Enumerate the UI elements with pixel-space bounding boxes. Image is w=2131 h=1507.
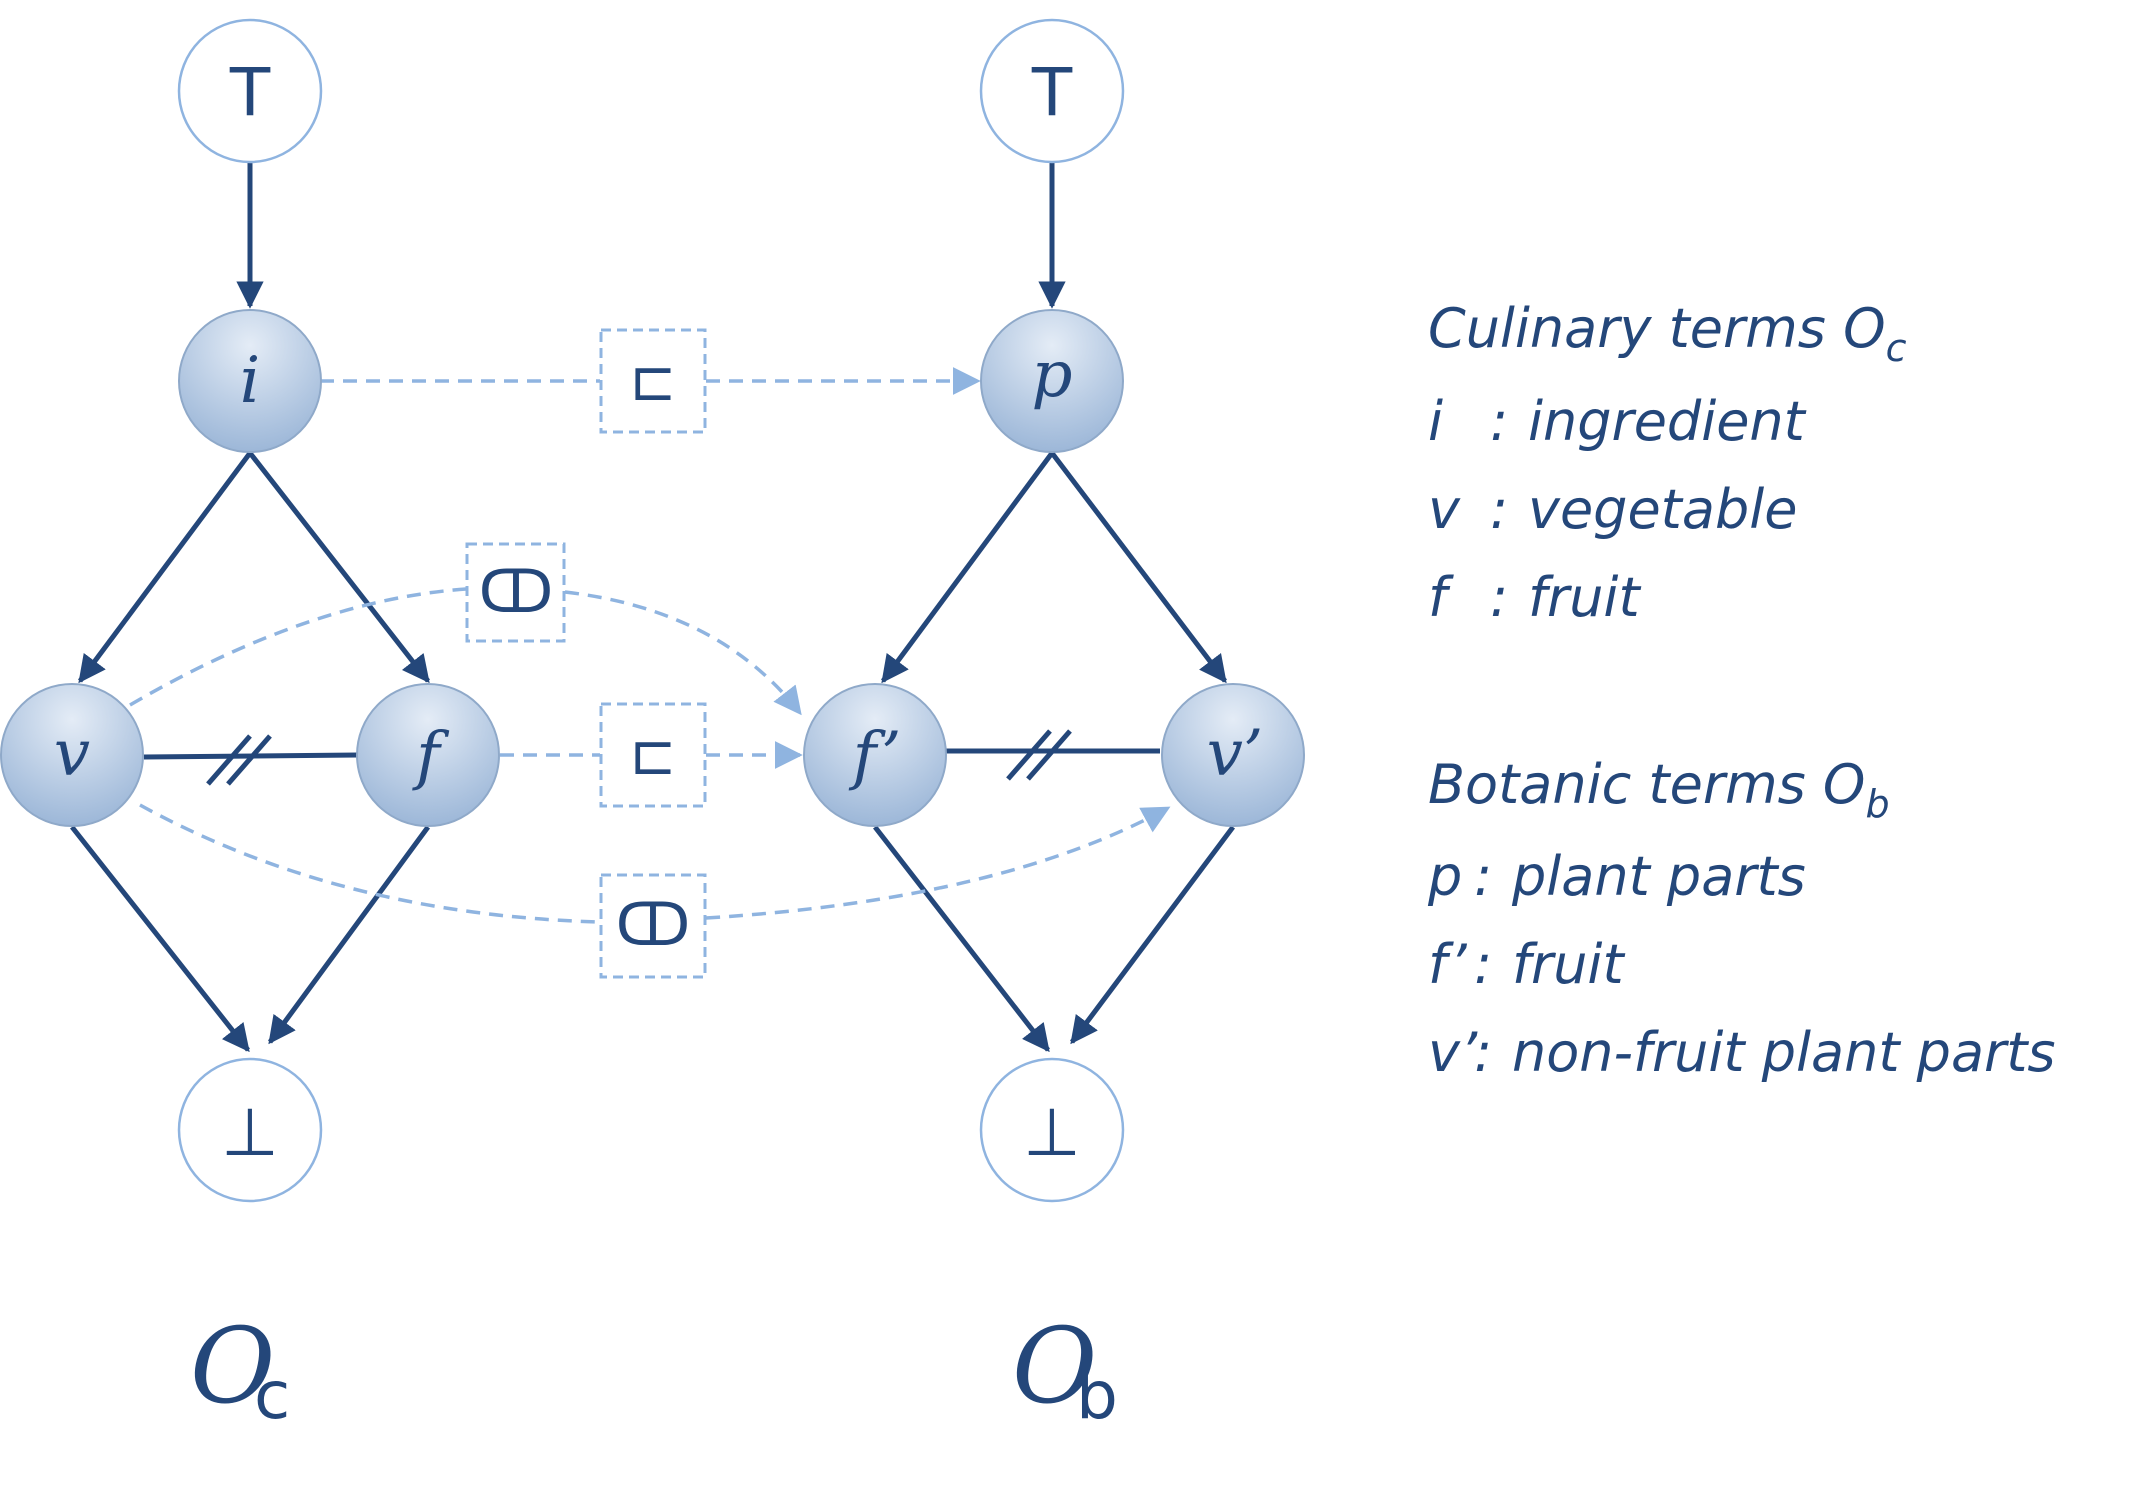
botanic-ontology-label: O b — [1012, 1305, 1118, 1434]
botanic-bottom-label: ⊥ — [1023, 1094, 1081, 1171]
culinary-node-v: v — [0, 683, 144, 827]
culinary-node-i: i — [178, 309, 322, 453]
legend-value: ingredient — [1528, 390, 1807, 453]
culinary-bottom-node: ⊥ — [177, 1057, 323, 1203]
legend-value: plant parts — [1511, 845, 1806, 908]
legend-key: f’ — [1428, 933, 1467, 996]
legend-culinary-item-i: i : ingredient — [1428, 390, 1807, 453]
botanic-hierarchy-edges — [873, 163, 1236, 1053]
legend-value: fruit — [1528, 566, 1641, 629]
edge-p-to-vprime — [1050, 451, 1227, 684]
culinary-ontology-label: O c — [190, 1305, 290, 1434]
legend-separator: : — [1490, 390, 1508, 453]
mapping-box-f-fprime — [599, 702, 707, 808]
legend-separator: : — [1474, 933, 1492, 996]
botanic-ontology: T p f’ v’ ⊥ — [803, 18, 1305, 1203]
disjoint-v-f-slash-2 — [226, 734, 272, 786]
disjoint-v-f-slash-1 — [206, 734, 252, 786]
legend-separator: : — [1474, 845, 1492, 908]
edge-i-to-f — [248, 451, 430, 684]
mapping-v-to-fprime-left — [129, 587, 467, 707]
legend-culinary-item-v: v : vegetable — [1428, 478, 1797, 541]
botanic-top-node: T — [979, 18, 1125, 164]
mapping-relation-boxes — [465, 328, 707, 979]
culinary-top-label: T — [229, 54, 271, 131]
culinary-ontology: T i v f ⊥ — [0, 18, 500, 1203]
legend-botanic: Botanic terms Ob p : plant parts f’ : fr… — [1427, 753, 2056, 1084]
legend-value: fruit — [1512, 933, 1625, 996]
legend-separator: : — [1490, 478, 1508, 541]
botanic-node-fprime-label: f’ — [849, 719, 902, 793]
mapping-v-to-fprime-right — [564, 590, 802, 716]
mapping-relation-symbols: ⊏ ↀ ⊏ ↀ — [479, 349, 691, 960]
botanic-top-label: T — [1031, 54, 1073, 131]
mapping-symbol-v-vprime: ↀ — [616, 890, 691, 960]
disjointness-lines — [143, 729, 1160, 786]
legend-botanic-item-fprime: f’ : fruit — [1428, 933, 1625, 996]
edge-f-to-bottom — [267, 825, 431, 1045]
legend-value: vegetable — [1528, 478, 1797, 541]
legend-botanic-item-vprime: v’ : non-fruit plant parts — [1428, 1021, 2056, 1084]
botanic-node-fprime: f’ — [803, 683, 947, 827]
culinary-ontology-subscript: c — [254, 1357, 290, 1434]
legend-key: v’ — [1428, 1021, 1478, 1084]
botanic-node-vprime: v’ — [1161, 683, 1305, 827]
edge-vprime-to-bottom — [1069, 825, 1236, 1045]
botanic-node-p: p — [980, 309, 1124, 453]
mapping-v-to-vprime-left — [139, 803, 601, 924]
disjoint-fprime-vprime-slash-2 — [1026, 729, 1072, 781]
mapping-symbol-i-p: ⊏ — [630, 349, 677, 414]
legend-culinary-item-f: f : fruit — [1428, 566, 1641, 629]
legend-value: non-fruit plant parts — [1512, 1021, 2056, 1084]
legend-botanic-title: Botanic terms Ob — [1428, 753, 1890, 826]
culinary-hierarchy-edges — [70, 163, 431, 1053]
edge-p-to-fprime — [880, 451, 1055, 684]
edge-v-to-bottom — [70, 825, 250, 1053]
legend-separator: : — [1474, 1021, 1492, 1084]
legend: Culinary terms Oc i : ingredient v : veg… — [1427, 297, 2056, 1084]
mapping-box-i-p — [599, 328, 707, 434]
culinary-top-node: T — [177, 18, 323, 164]
botanic-node-vprime-label: v’ — [1207, 717, 1264, 791]
mapping-symbol-v-fprime: ↀ — [479, 557, 554, 627]
culinary-node-v-label: v — [54, 717, 90, 791]
legend-culinary-title: Culinary terms Oc — [1428, 297, 1907, 370]
legend-separator: : — [1490, 566, 1508, 629]
culinary-ontology-symbol: O — [190, 1305, 275, 1427]
legend-botanic-item-p: p : plant parts — [1427, 845, 1806, 908]
legend-key: p — [1427, 845, 1462, 908]
mapping-arrows — [129, 367, 1171, 924]
botanic-ontology-symbol: O — [1012, 1305, 1097, 1427]
mapping-box-v-fprime — [465, 542, 566, 643]
botanic-bottom-node: ⊥ — [979, 1057, 1125, 1203]
mapping-v-to-vprime-right — [705, 806, 1171, 920]
mapping-box-v-vprime — [599, 873, 707, 979]
mapping-symbol-f-fprime: ⊏ — [630, 723, 677, 788]
disjoint-fprime-vprime-slash-1 — [1006, 729, 1052, 781]
culinary-node-i-label: i — [240, 344, 260, 418]
botanic-ontology-subscript: b — [1076, 1357, 1118, 1434]
culinary-node-f: f — [356, 683, 500, 827]
legend-key: i — [1428, 390, 1443, 453]
legend-key: f — [1428, 566, 1454, 629]
legend-key: v — [1428, 478, 1461, 541]
edge-i-to-v — [77, 451, 253, 684]
botanic-node-p-label: p — [1032, 338, 1073, 412]
legend-culinary: Culinary terms Oc i : ingredient v : veg… — [1428, 297, 1907, 629]
edge-fprime-to-bottom — [873, 825, 1050, 1053]
culinary-bottom-label: ⊥ — [221, 1094, 279, 1171]
